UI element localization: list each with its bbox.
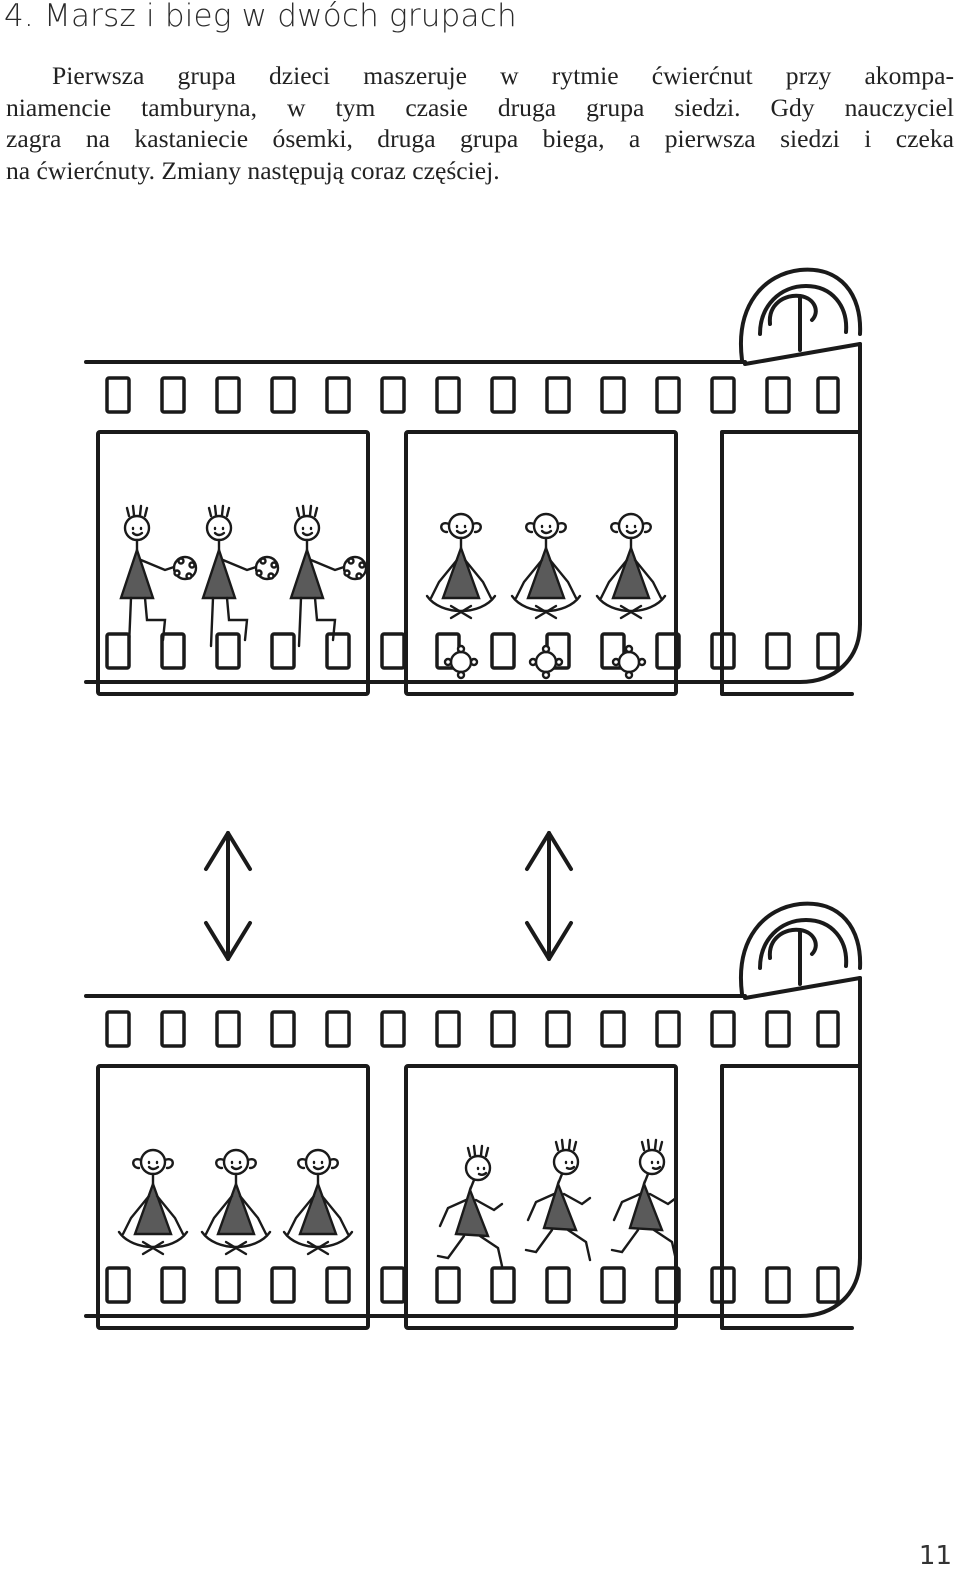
child-figure — [425, 512, 497, 620]
castanet-icon — [443, 644, 479, 680]
child-figure — [200, 1148, 272, 1256]
child-figure — [436, 1144, 504, 1268]
child-figure — [524, 1138, 592, 1262]
castanet-icon — [528, 644, 564, 680]
paragraph-line-3: zagra na kastaniecie ósemki, druga grupa… — [6, 124, 954, 153]
double-arrow-icon — [204, 831, 252, 961]
child-figure — [595, 512, 667, 620]
page-number: 11 — [918, 1541, 952, 1571]
film-strip-top — [86, 270, 860, 694]
child-figure — [117, 1148, 189, 1256]
child-figure — [610, 1138, 678, 1262]
frame-sitting-castanets — [425, 512, 667, 680]
exercise-description: Pierwsza grupa dzieci maszeruje w rytmie… — [6, 60, 954, 186]
child-figure — [201, 504, 280, 648]
paragraph-line-2: niamencie tamburyna, w tym czasie druga … — [6, 92, 954, 122]
page-title: 4. Marsz i bieg w dwóch grupach — [4, 0, 517, 34]
frame-sitting — [117, 1148, 354, 1256]
paragraph-line-1: Pierwsza grupa dzieci maszeruje w rytmie… — [52, 61, 954, 90]
child-figure — [119, 504, 198, 648]
child-figure — [282, 1148, 354, 1256]
frame-running — [436, 1138, 678, 1268]
frame-marching — [119, 504, 368, 648]
child-figure — [289, 504, 368, 648]
paragraph-line-4: na ćwierćnuty. Zmiany następują coraz cz… — [6, 155, 500, 185]
film-strip-bottom — [86, 904, 860, 1328]
castanet-icon — [611, 644, 647, 680]
double-arrow-icon — [525, 831, 573, 961]
child-figure — [510, 512, 582, 620]
